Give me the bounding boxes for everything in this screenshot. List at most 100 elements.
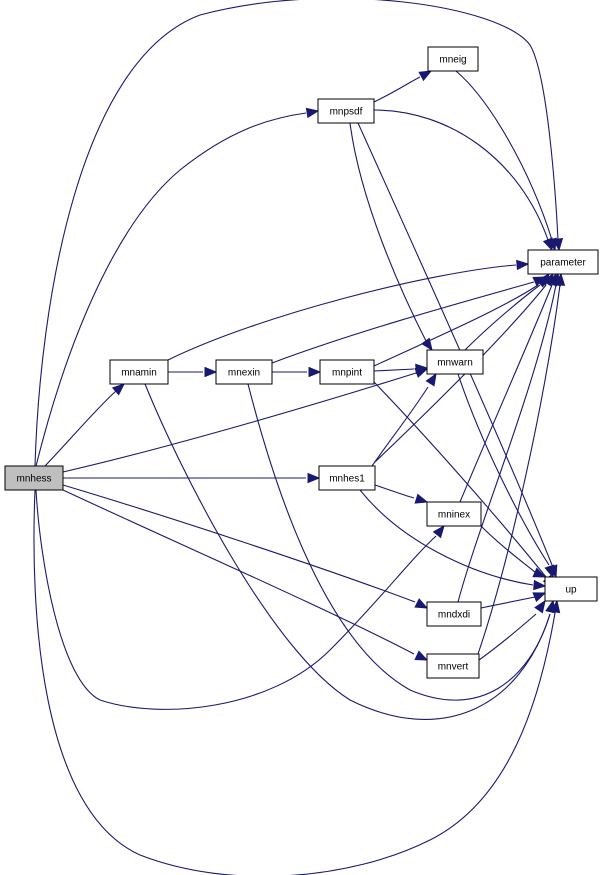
edge-mnpint-to-mnwarn [373,363,429,375]
arrowhead-icon [204,366,218,378]
edge-line [167,264,517,361]
arrowhead-icon [533,579,547,591]
node-box [427,46,479,72]
node-mnhess[interactable]: mnhess [4,465,64,491]
node-box [4,465,64,491]
edge-line [373,381,547,578]
node-box [544,576,598,602]
arrowhead-icon [308,366,322,378]
edge-line [459,284,553,503]
arrowhead-icon [425,372,437,387]
edge-mnvert-to-up [478,599,546,661]
edge-line [455,70,553,241]
node-mnamin[interactable]: mnamin [109,359,169,385]
node-label: mneig [439,55,466,66]
edge-mnhess-to-mnvert [62,489,429,661]
node-layer: mnhess mnamin mnexin mnpint mnpsdf mneig mnwar… [4,46,599,679]
edge-mnamin-to-up [144,383,556,720]
node-mnhes1[interactable]: mnhes1 [318,465,376,491]
node-mnpsdf[interactable]: mnpsdf [317,98,375,124]
node-parameter[interactable]: parameter [527,249,599,275]
edge-line [62,484,416,603]
node-label: parameter [540,258,586,269]
edge-line [271,281,535,364]
edge-line [457,373,550,566]
edge-line [478,613,537,661]
edge-line [359,489,534,586]
node-box [317,98,375,124]
edge-line [480,525,537,574]
arrowhead-icon [414,493,429,504]
edge-mnexin-to-up [247,383,556,701]
edge-mnexin-to-mnpint [272,366,322,378]
edge-line [35,112,307,467]
node-label: mnpsdf [330,107,363,118]
edge-mnhess-to-mnhes1 [63,472,321,484]
arrowhead-icon [544,564,555,579]
arrowhead-icon [414,650,429,661]
edge-line [457,284,557,603]
edge-mndxdi-to-parameter [457,272,562,603]
edge-mninex-to-parameter [459,272,557,503]
node-box [426,349,484,375]
edge-mndxdi-to-up [480,592,547,609]
edge-line [480,596,536,609]
edge-line [373,368,415,372]
node-box [426,601,482,627]
edge-line [374,484,415,499]
edge-line [373,109,549,241]
node-label: up [565,585,577,596]
edge-mnwarn-to-up [457,373,555,579]
node-box [426,501,482,527]
edge-mneig-to-parameter [455,70,557,252]
edge-line [247,383,551,701]
edge-line [44,390,117,467]
node-up[interactable]: up [544,576,598,602]
edge-mnhess-to-up [33,489,561,875]
arrowhead-icon [532,592,547,603]
edge-mnhes1-to-mninex [374,484,429,504]
node-label: mnwarn [437,358,473,369]
node-box [318,465,376,491]
edge-line [33,489,556,875]
node-mninex[interactable]: mninex [426,501,482,527]
node-box [319,359,375,385]
node-label: mnamin [121,368,157,379]
arrowhead-icon [307,472,321,484]
arrowhead-icon [432,524,445,539]
edge-line [35,489,437,710]
edge-line [144,383,551,720]
node-mneig[interactable]: mneig [427,46,479,72]
edge-mnvert-to-parameter [477,272,566,655]
edge-line [373,284,539,367]
node-mnexin[interactable]: mnexin [215,359,273,385]
node-box [426,653,480,679]
node-mnwarn[interactable]: mnwarn [426,349,484,375]
edge-mnhess-to-mnamin [44,383,125,467]
arrowhead-icon [414,598,429,609]
edge-line [477,284,561,655]
node-mnpint[interactable]: mnpint [319,359,375,385]
node-label: mninex [438,510,470,521]
arrowhead-icon [415,363,429,375]
arrowhead-icon [516,259,530,271]
edge-line [371,386,429,467]
arrowhead-icon [545,599,556,614]
edge-mnpint-to-up [373,381,555,589]
arrowhead-icon [532,567,547,578]
edge-mnhes1-to-mnwarn [371,372,437,467]
edge-mnhes1-to-up [359,489,547,591]
edge-mnpsdf-to-mnwarn [349,122,433,352]
node-mnvert[interactable]: mnvert [426,653,480,679]
edge-mninex-to-up [480,525,547,578]
edge-mnpsdf-to-parameter [373,109,553,252]
edge-mnhess-to-mnpsdf [35,107,320,467]
node-mndxdi[interactable]: mndxdi [426,601,482,627]
edge-mnpsdf-to-mneig [373,70,433,103]
arrowhead-icon [305,107,320,119]
edge-line [373,76,421,103]
node-label: mnpint [332,368,362,379]
arrowhead-icon [421,337,433,352]
node-label: mnvert [438,662,469,673]
